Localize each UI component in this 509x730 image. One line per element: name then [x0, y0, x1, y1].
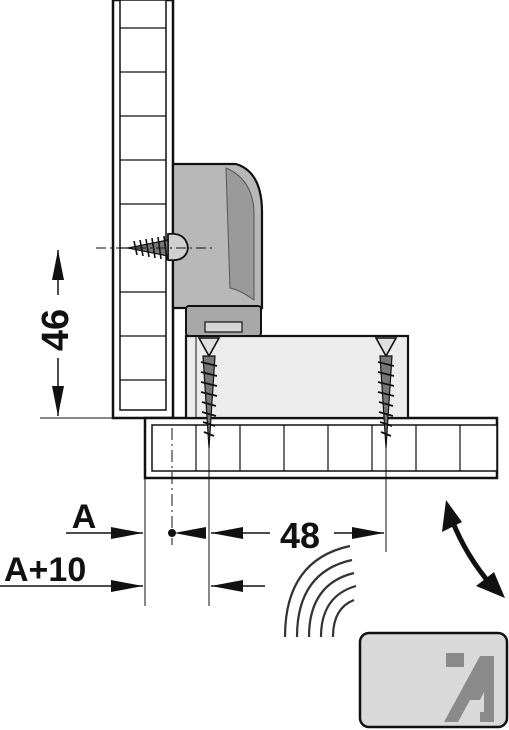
brand-logo-icon: [444, 653, 494, 722]
vertical-frame-panel: [111, 0, 175, 420]
dimension-46: 46: [35, 250, 77, 416]
dimension-a: A: [66, 498, 206, 539]
center-point: [168, 529, 176, 537]
wireless-signal-icon: [283, 544, 357, 638]
center-lines: [40, 247, 387, 606]
dimension-a-plus-10-label: A+10: [4, 551, 86, 589]
vertical-screw-left: [197, 337, 221, 449]
horizontal-sash-panel: [143, 416, 499, 480]
dimension-46-label: 46: [35, 309, 77, 351]
dimension-a-plus-10: A+10: [0, 551, 265, 592]
dimension-48-label: 48: [280, 515, 320, 556]
vertical-screw-right: [374, 337, 398, 449]
dimension-48: 48: [211, 515, 384, 556]
curved-double-arrow-icon: [442, 500, 505, 598]
dimension-a-label: A: [72, 498, 97, 536]
key-card: [358, 631, 509, 729]
horizontal-screw: [127, 232, 189, 262]
mounting-plate: [184, 334, 410, 420]
lock-housing: [171, 162, 264, 337]
